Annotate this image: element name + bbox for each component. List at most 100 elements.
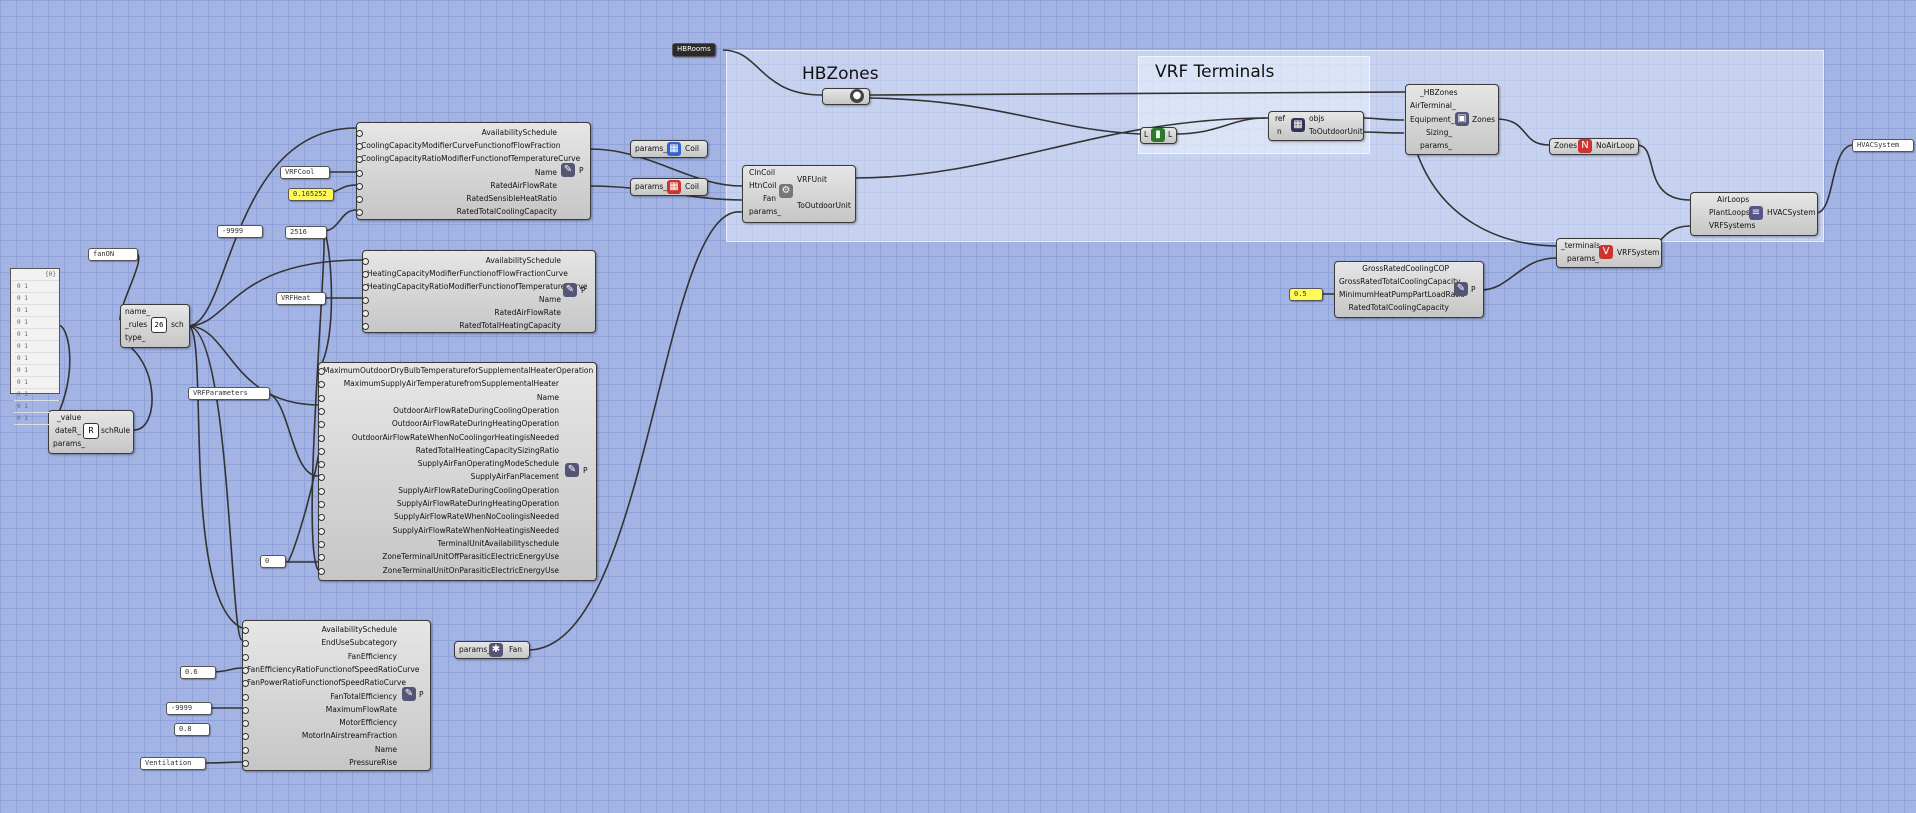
schrule-in-dater: dateR_ <box>55 426 81 435</box>
vrfunit-out-vrfunit: VRFUnit <box>797 175 827 184</box>
cool-coil-input[interactable]: RatedAirFlowRate <box>356 179 557 192</box>
hvacsystem-component[interactable]: AirLoops PlantLoops VRFSystems ≡ HVACSys… <box>1690 192 1818 236</box>
cool-coil-input[interactable]: RatedSensibleHeatRatio <box>356 192 557 205</box>
vrf-params-input[interactable]: MaximumOutdoorDryBulbTemperatureforSuppl… <box>318 366 594 375</box>
rule-icon: R <box>83 423 99 439</box>
cop-panel[interactable]: 0.5 <box>1289 288 1323 301</box>
hvacsystem-output-panel[interactable]: HVACSystem <box>1852 139 1914 152</box>
wire-hbrooms-hbzones <box>722 49 823 96</box>
schedule-name-panel[interactable]: fanON <box>88 248 138 261</box>
fan-params-input[interactable]: FanTotalEfficiency <box>242 690 397 703</box>
heating-name-panel[interactable]: VRFHeat <box>276 292 326 305</box>
cool-coil-input[interactable]: RatedTotalCoolingCapacity <box>356 205 557 218</box>
hbrooms-label: HBRooms <box>677 45 711 53</box>
objs-component[interactable]: ref n ▦ objs ToOutdoorUnit <box>1268 111 1364 141</box>
schrule-component[interactable]: _value dateR_ params_ R schRule <box>48 410 134 454</box>
vrf-params-input[interactable]: SupplyAirFanPlacement <box>318 470 559 483</box>
fan-params-input[interactable]: FanPowerRatioFunctionofSpeedRatioCurve <box>242 678 406 688</box>
heat-coil-input[interactable]: HeatingCapacityRatioModifierFunctionofTe… <box>362 282 588 291</box>
wrench-icon: ✎ <box>563 283 577 297</box>
cool-coil-input[interactable]: AvailabilitySchedule <box>356 126 557 139</box>
vrf-params-input[interactable]: OutdoorAirFlowRateDuringHeatingOperation <box>318 417 559 430</box>
objs-in-n: n <box>1277 127 1282 136</box>
fan-params-input[interactable]: MaximumFlowRate <box>242 703 397 716</box>
availability-panel[interactable]: -9999 <box>217 225 263 238</box>
vrf-params-input[interactable]: OutdoorAirFlowRateWhenNoCoolingorHeating… <box>318 431 559 444</box>
coil-component-cooling[interactable]: params_ ▦ Coil <box>630 140 708 158</box>
vrfsystem-component[interactable]: _terminals params_ V VRFSystem <box>1556 238 1662 268</box>
hvac-in-plantloops: PlantLoops <box>1709 208 1750 217</box>
noairloop-component[interactable]: Zones N NoAirLoop <box>1549 138 1639 155</box>
number-value: 2516 <box>290 228 307 236</box>
vrf-params-input[interactable]: RatedTotalHeatingCapacitySizingRatio <box>318 444 559 457</box>
vrfunit-component[interactable]: ClnCoil HtnCoil Fan params_ ⚙ VRFUnit To… <box>742 165 856 223</box>
outdoor-unit-params-component[interactable]: GrossRatedCoolingCOP GrossRatedTotalCool… <box>1334 261 1484 318</box>
vrf-params-input[interactable]: SupplyAirFlowRateWhenNoCoolingisNeeded <box>318 510 559 523</box>
vrf-params-input[interactable]: SupplyAirFlowRateDuringCoolingOperation <box>318 484 559 497</box>
vrf-params-input[interactable]: MaximumSupplyAirTemperaturefromSupplemen… <box>318 377 559 390</box>
vrf-params-input[interactable]: SupplyAirFlowRateDuringHeatingOperation <box>318 497 559 510</box>
cooling-name-panel[interactable]: VRFCool <box>280 166 330 179</box>
fan-params-input[interactable]: FanEfficiency <box>242 650 397 663</box>
zero-panel[interactable]: 0 <box>260 555 286 568</box>
list-row: 0 1 <box>14 389 59 401</box>
vrf-params-input[interactable]: ZoneTerminalUnitOffParasiticElectricEner… <box>318 550 559 563</box>
sch-component[interactable]: name_ _rules type_ 26 sch <box>120 304 190 348</box>
wrench-icon: ✎ <box>561 163 575 177</box>
max-flow-panel[interactable]: -9999 <box>166 702 212 715</box>
cool-output: P <box>579 166 584 175</box>
zones-in-airterminal: AirTerminal_ <box>1410 101 1456 110</box>
vrf-params-input[interactable]: TerminalUnitAvailabilityschedule <box>318 537 559 550</box>
zones-in-params: params_ <box>1420 141 1452 150</box>
vrf-params-input[interactable]: ZoneTerminalUnitOnParasiticElectricEnerg… <box>318 564 559 577</box>
fan-params-output: P <box>419 690 424 699</box>
fan-params-input[interactable]: FanEfficiencyRatioFunctionofSpeedRatioCu… <box>242 664 420 674</box>
motor-efficiency-panel[interactable]: 0.8 <box>174 723 210 736</box>
zones-component[interactable]: _HBZones AirTerminal_ Equipment_ Sizing_… <box>1405 84 1499 155</box>
number-panel[interactable]: 2516 <box>285 226 327 239</box>
heat-coil-input[interactable]: AvailabilitySchedule <box>362 254 561 267</box>
hbrooms-param[interactable]: HBRooms <box>672 43 716 57</box>
cop-value: 0.5 <box>1294 290 1307 298</box>
fan-params-input[interactable]: MotorEfficiency <box>242 716 397 729</box>
fan-params-input[interactable]: MotorInAirstreamFraction <box>242 729 397 742</box>
list-l-component[interactable]: L ▮ L <box>1140 127 1177 144</box>
cooling-name-value: VRFCool <box>285 168 315 176</box>
vrfparams-name-panel[interactable]: VRFParameters <box>188 387 270 400</box>
heat-coil-input[interactable]: HeatingCapacityModifierFunctionofFlowFra… <box>362 269 568 278</box>
hbzones-component[interactable]: ● <box>822 88 870 105</box>
fan-name-panel[interactable]: Ventilation <box>140 757 206 770</box>
cool-coil-input[interactable]: CoolingCapacityModifierCurveFunctionofFl… <box>356 141 561 151</box>
fan-params-input[interactable]: PressureRise <box>242 756 397 769</box>
zones-in-sizing: Sizing_ <box>1426 128 1453 137</box>
hvacsystem-panel-label: HVACSystem <box>1857 141 1900 149</box>
ratio-panel[interactable]: 0.165252 <box>288 188 334 201</box>
fan-efficiency-panel[interactable]: 0.6 <box>180 666 216 679</box>
vrf-params-input[interactable]: OutdoorAirFlowRateDuringCoolingOperation <box>318 404 559 417</box>
list-row: 0 1 <box>14 281 59 293</box>
coil-component-heating[interactable]: params_ ▦ Coil <box>630 178 708 196</box>
vrfsystem-icon: V <box>1599 245 1613 259</box>
heat-coil-input[interactable]: RatedTotalHeatingCapacity <box>362 319 561 332</box>
vrf-params-input[interactable]: SupplyAirFanOperatingModeSchedule <box>318 457 559 470</box>
vrf-params-input[interactable]: SupplyAirFlowRateWhenNoHeatingisNeeded <box>318 524 559 537</box>
vrf-params-input[interactable]: Name <box>318 391 559 404</box>
list-row: 0 1 <box>14 401 59 413</box>
sch-output: sch <box>171 320 184 329</box>
cool-coil-input[interactable]: CoolingCapacityRatioModifierFunctionofTe… <box>356 154 581 164</box>
fan-params-input[interactable]: EndUseSubcategory <box>242 636 397 649</box>
heat-coil-input[interactable]: Name <box>362 293 561 306</box>
hbzones-icon: ● <box>850 89 864 103</box>
vrf-output: P <box>583 466 588 475</box>
fan-params-input[interactable]: AvailabilitySchedule <box>242 623 397 636</box>
fan-component[interactable]: params_ ✱ Fan <box>454 641 530 659</box>
cool-coil-input[interactable]: Name <box>356 166 557 179</box>
vrf-params-component[interactable]: MaximumOutdoorDryBulbTemperatureforSuppl… <box>318 362 597 581</box>
fan-params-input[interactable]: Name <box>242 743 397 756</box>
heat-coil-input[interactable]: RatedAirFlowRate <box>362 306 561 319</box>
